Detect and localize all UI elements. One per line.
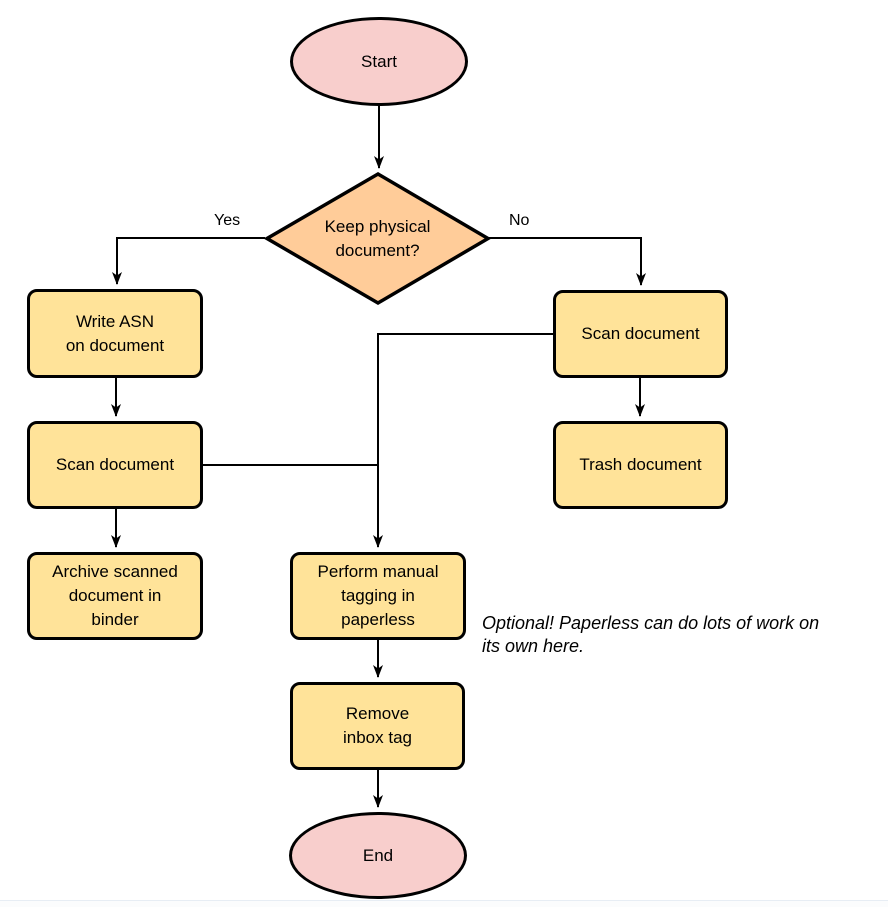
node-trash: Trash document [553,421,728,509]
node-remove-inbox-label: Remove inbox tag [343,704,412,747]
node-archive: Archive scanned document in binder [27,552,203,640]
bottom-window-strip [0,901,888,907]
bottom-window-edge [0,900,888,901]
edge-decision-to-scan-right [489,237,646,286]
edge-label-no: No [507,212,532,230]
node-start-label: Start [361,51,397,71]
node-scan-right-label: Scan document [581,324,700,343]
node-write-asn-label: Write ASN on document [65,311,165,355]
node-end: End [289,812,467,899]
node-tagging: Perform manual tagging in paperless [290,552,466,640]
node-start: Start [290,17,468,106]
node-scan-left: Scan document [27,421,203,509]
annotation-optional-note: Optional! Paperless can do lots of work … [482,613,820,656]
edge-decision-to-write-asn [112,237,265,285]
edge-scan-right-to-tagging [373,333,553,548]
node-decision-label: Keep physical document? [324,216,431,260]
node-write-asn: Write ASN on document [27,289,203,378]
node-trash-label: Trash document [579,455,702,474]
decision-diamond-shape [263,171,492,306]
node-archive-label: Archive scanned document in binder [52,562,178,629]
node-remove-inbox: Remove inbox tag [290,682,465,770]
node-tagging-label: Perform manual tagging in paperless [317,562,439,629]
node-scan-left-label: Scan document [55,455,175,474]
node-decision: Keep physical document? [265,172,490,305]
node-end-label: End [362,845,394,865]
node-scan-right: Scan document [553,290,728,378]
edge-label-yes: Yes [212,212,243,230]
